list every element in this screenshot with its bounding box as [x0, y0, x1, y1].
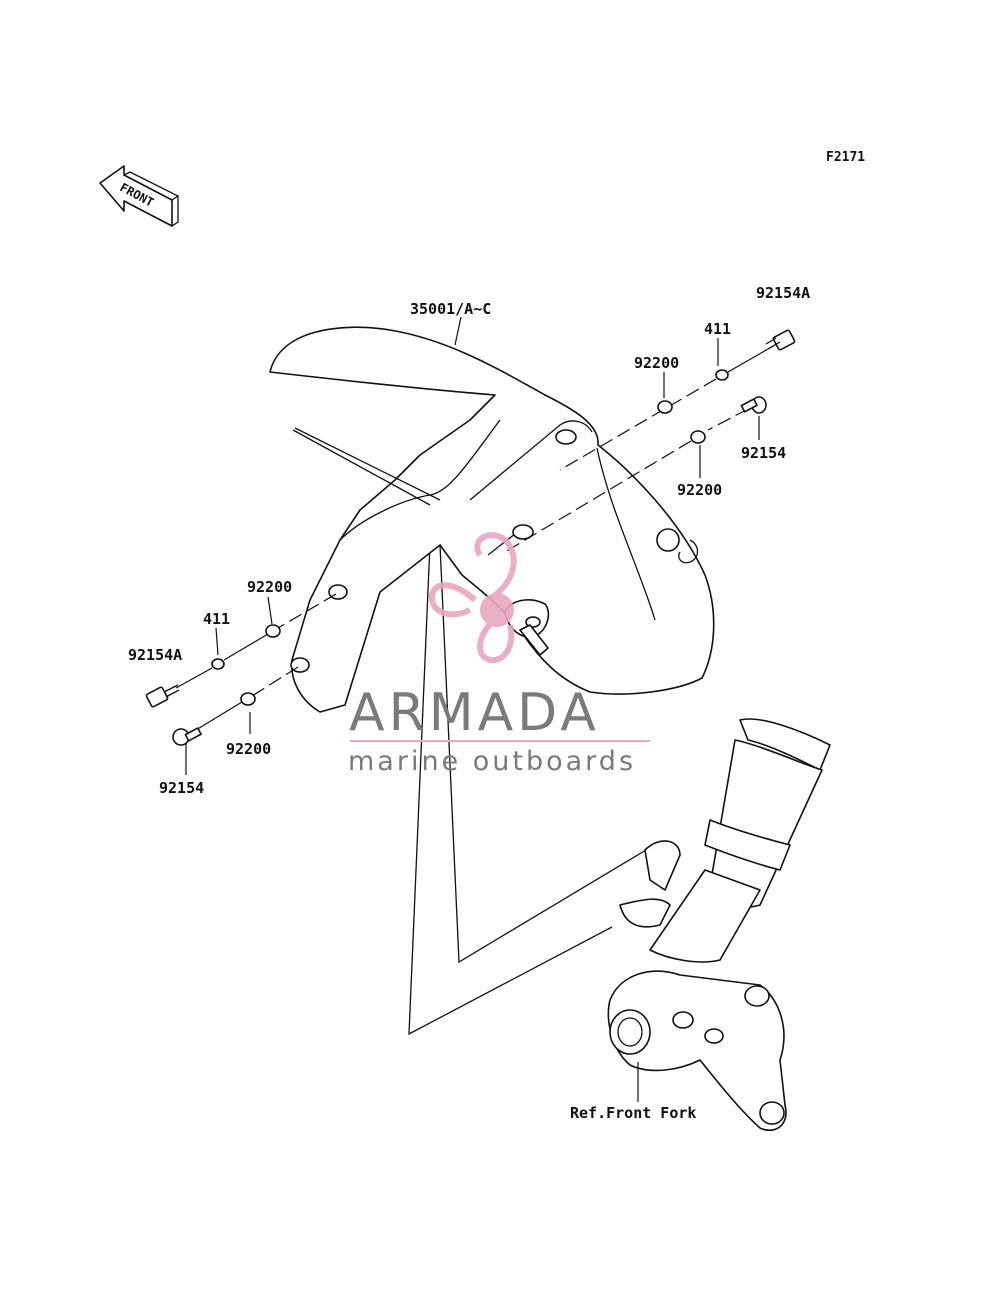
callout-fender: 35001/A~C — [410, 300, 491, 318]
callout-washer-92200-right-upper: 92200 — [634, 354, 679, 372]
watermark-tagline: marine outboards — [348, 746, 636, 777]
fender-to-fork-frame — [408, 519, 647, 1036]
propeller-logo-icon — [428, 532, 517, 664]
collar-411-left — [211, 658, 225, 670]
callout-bolt-92154a-left: 92154A — [128, 646, 182, 664]
callout-washer-92200-right-lower: 92200 — [677, 481, 722, 499]
callout-bolt-92154-left: 92154 — [159, 779, 204, 797]
bolt-92154-left — [172, 727, 202, 746]
washer-92200-right-upper — [657, 400, 673, 414]
front-arrow-icon: FRONT — [99, 165, 179, 227]
front-fork-lower — [607, 718, 831, 1131]
bolt-92154-right — [740, 396, 767, 414]
callout-front-fork-ref: Ref.Front Fork — [570, 1104, 696, 1122]
washer-92200-left-lower — [240, 692, 256, 706]
right-leaders — [454, 316, 783, 553]
figure-id: F2171 — [826, 150, 865, 165]
callout-collar-411-right: 411 — [704, 320, 731, 338]
bolt-92154a-left — [145, 684, 180, 708]
front-fender — [269, 326, 715, 713]
washer-92200-right-lower — [690, 430, 706, 444]
armada-watermark: ARMADA marine outboards — [348, 532, 650, 777]
callout-bolt-92154-right: 92154 — [741, 444, 786, 462]
callout-washer-92200-left-lower: 92200 — [226, 740, 271, 758]
collar-411-right — [715, 369, 729, 381]
watermark-brand: ARMADA — [349, 683, 600, 743]
bolt-92154a-right — [765, 329, 796, 351]
callout-collar-411-left: 411 — [203, 610, 230, 628]
left-leaders — [175, 593, 337, 775]
callout-washer-92200-left-upper: 92200 — [247, 578, 292, 596]
washer-92200-left-upper — [265, 624, 281, 638]
callout-bolt-92154a-right: 92154A — [756, 284, 810, 302]
